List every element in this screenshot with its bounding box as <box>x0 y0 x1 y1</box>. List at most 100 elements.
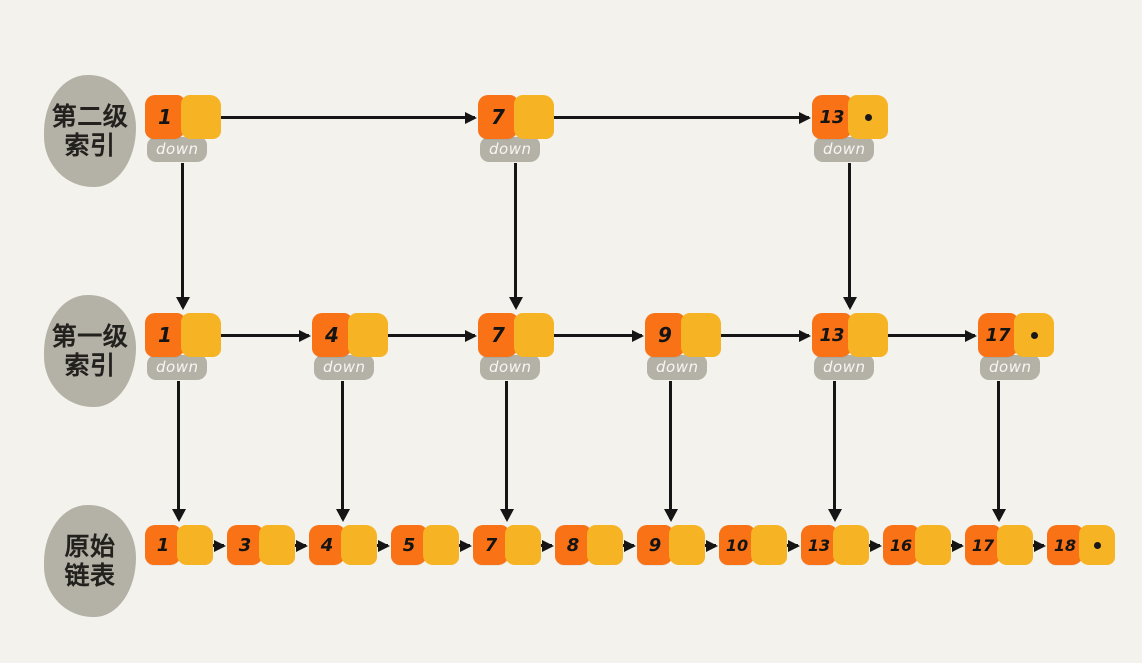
node-value-cell: 8 <box>555 525 591 565</box>
node-value-cell: 1 <box>145 95 185 139</box>
node-value-cell: 1 <box>145 313 185 357</box>
node-value-cell: 4 <box>312 313 352 357</box>
next-arrow-level2-1 <box>196 111 477 124</box>
node-null-pointer-cell <box>1014 313 1054 357</box>
down-arrow-level2-to-level1-7 <box>508 163 523 310</box>
node-next-pointer-cell <box>181 95 221 139</box>
node-level1-17[interactable]: 17 <box>978 313 1054 357</box>
node-base-8[interactable]: 8 <box>555 525 623 569</box>
down-label-level1-4: down <box>314 355 375 380</box>
node-next-pointer-cell <box>848 313 888 357</box>
node-next-pointer-cell <box>587 525 623 565</box>
node-base-9[interactable]: 9 <box>637 525 705 569</box>
node-base-16[interactable]: 16 <box>883 525 951 569</box>
node-base-17[interactable]: 17 <box>965 525 1033 569</box>
row-label-base-line1: 原始 <box>64 531 116 561</box>
node-level1-7[interactable]: 7 <box>478 313 554 357</box>
node-next-pointer-cell <box>669 525 705 565</box>
next-arrow-level1-1 <box>196 329 311 342</box>
row-label-base: 原始 链表 <box>44 505 136 617</box>
null-dot-icon <box>865 114 872 121</box>
node-base-5[interactable]: 5 <box>391 525 459 569</box>
down-arrow-level1-to-base-4 <box>335 381 350 522</box>
node-level1-9[interactable]: 9 <box>645 313 721 357</box>
node-next-pointer-cell <box>514 313 554 357</box>
down-arrow-level2-to-level1-13 <box>842 163 857 310</box>
row-label-base-line2: 链表 <box>64 561 116 590</box>
row-label-level1: 第一级 索引 <box>44 295 136 407</box>
node-next-pointer-cell <box>514 95 554 139</box>
node-value-cell: 3 <box>227 525 263 565</box>
node-next-pointer-cell <box>505 525 541 565</box>
node-level1-1[interactable]: 1 <box>145 313 221 357</box>
node-base-18[interactable]: 18 <box>1047 525 1115 569</box>
down-label-level1-1: down <box>147 355 208 380</box>
row-label-level2-line2: 索引 <box>64 131 116 160</box>
node-level2-7[interactable]: 7 <box>478 95 554 139</box>
node-value-cell: 9 <box>645 313 685 357</box>
node-value-cell: 7 <box>473 525 509 565</box>
row-label-level1-line2: 索引 <box>64 351 116 380</box>
node-value-cell: 7 <box>478 313 518 357</box>
node-value-cell: 5 <box>391 525 427 565</box>
down-arrow-level2-to-level1-1 <box>175 163 190 310</box>
node-next-pointer-cell <box>915 525 951 565</box>
row-label-level2-line1: 第二级 <box>51 101 129 131</box>
node-base-7[interactable]: 7 <box>473 525 541 569</box>
node-value-cell: 7 <box>478 95 518 139</box>
node-next-pointer-cell <box>751 525 787 565</box>
node-null-pointer-cell <box>848 95 888 139</box>
node-value-cell: 17 <box>965 525 1001 565</box>
node-next-pointer-cell <box>833 525 869 565</box>
node-level2-1[interactable]: 1 <box>145 95 221 139</box>
node-level2-13[interactable]: 13 <box>812 95 888 139</box>
node-next-pointer-cell <box>259 525 295 565</box>
down-arrow-level1-to-base-7 <box>499 381 514 522</box>
node-base-3[interactable]: 3 <box>227 525 295 569</box>
node-value-cell: 17 <box>978 313 1018 357</box>
down-label-level1-17: down <box>980 355 1041 380</box>
down-arrow-level1-to-base-17 <box>991 381 1006 522</box>
node-next-pointer-cell <box>181 313 221 357</box>
node-value-cell: 13 <box>812 95 852 139</box>
next-arrow-level2-7 <box>529 111 811 124</box>
node-next-pointer-cell <box>997 525 1033 565</box>
null-dot-icon <box>1031 332 1038 339</box>
down-arrow-level1-to-base-1 <box>171 381 186 522</box>
node-base-13[interactable]: 13 <box>801 525 869 569</box>
down-arrow-level1-to-base-9 <box>663 381 678 522</box>
node-value-cell: 1 <box>145 525 181 565</box>
node-level1-4[interactable]: 4 <box>312 313 388 357</box>
down-label-level1-7: down <box>480 355 541 380</box>
node-next-pointer-cell <box>177 525 213 565</box>
next-arrow-level1-9 <box>696 329 811 342</box>
node-base-10[interactable]: 10 <box>719 525 787 569</box>
node-next-pointer-cell <box>341 525 377 565</box>
node-value-cell: 4 <box>309 525 345 565</box>
row-label-level1-line1: 第一级 <box>51 321 129 351</box>
down-label-level2-13: down <box>814 137 875 162</box>
next-arrow-level1-13 <box>863 329 977 342</box>
down-label-level2-1: down <box>147 137 208 162</box>
node-next-pointer-cell <box>681 313 721 357</box>
node-value-cell: 16 <box>883 525 919 565</box>
node-null-pointer-cell <box>1079 525 1115 565</box>
down-label-level1-13: down <box>814 355 875 380</box>
node-value-cell: 13 <box>801 525 837 565</box>
node-level1-13[interactable]: 13 <box>812 313 888 357</box>
null-dot-icon <box>1094 542 1101 549</box>
down-label-level1-9: down <box>647 355 708 380</box>
row-label-level2: 第二级 索引 <box>44 75 136 187</box>
down-label-level2-7: down <box>480 137 541 162</box>
node-next-pointer-cell <box>423 525 459 565</box>
node-base-1[interactable]: 1 <box>145 525 213 569</box>
next-arrow-level1-7 <box>529 329 644 342</box>
node-value-cell: 13 <box>812 313 852 357</box>
node-value-cell: 9 <box>637 525 673 565</box>
node-value-cell: 18 <box>1047 525 1083 565</box>
down-arrow-level1-to-base-13 <box>827 381 842 522</box>
node-next-pointer-cell <box>348 313 388 357</box>
next-arrow-level1-4 <box>363 329 477 342</box>
node-base-4[interactable]: 4 <box>309 525 377 569</box>
